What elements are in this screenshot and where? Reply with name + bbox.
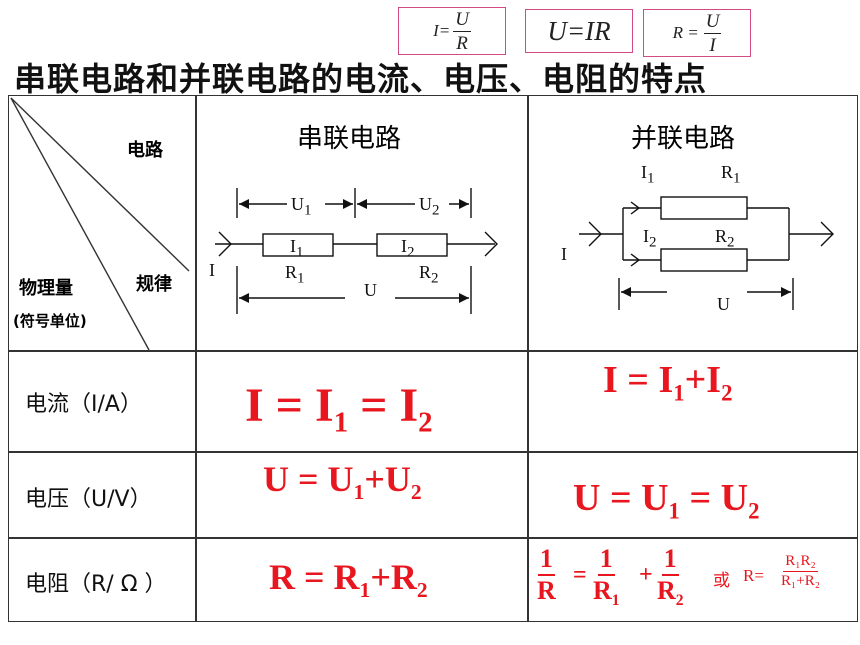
table-row-divider [9, 537, 857, 539]
table-column-divider [195, 96, 197, 621]
corner-label-unit: (符号单位) [13, 312, 87, 330]
parallel-resistance-formula: 1 R = 1 R1 + 1 R2 或 R= R₁R₂ R₁+R₂ [537, 544, 855, 614]
header-parallel-circuit: 并联电路 [631, 124, 736, 154]
formula-lhs: I= [433, 21, 451, 40]
formula-fraction: U I [703, 10, 722, 56]
table-row-divider [9, 350, 857, 352]
formula-box-u-equals-ir: U=IR [525, 9, 633, 53]
parallel-current-formula: I = I1+I2 [603, 359, 733, 406]
series-label-i: I [209, 260, 215, 280]
header-series-circuit: 串联电路 [297, 124, 402, 154]
series-voltage-formula: U = U1+U2 [263, 459, 422, 505]
formula-fraction: U R [453, 8, 471, 54]
parallel-circuit-diagram [579, 196, 834, 310]
table-row-divider [9, 451, 857, 453]
parallel-label-r2: R2 [715, 226, 735, 251]
corner-diagonal-lines [10, 97, 190, 350]
page-title: 串联电路和并联电路的电流、电压、电阻的特点 [14, 60, 708, 98]
series-label-u: U [364, 280, 377, 300]
formula-lhs: R = [672, 23, 699, 42]
equals-sign: = [573, 562, 587, 588]
parallel-label-r1: R1 [721, 162, 741, 187]
fraction-one-over-r2: 1 R2 [657, 544, 684, 610]
row-label-resistance: 电阻（R/ Ω ） [25, 572, 167, 597]
alt-formula-lhs: R= [743, 566, 764, 585]
fraction-one-over-r: 1 R [537, 544, 556, 605]
row-label-current: 电流（I/A） [25, 392, 142, 417]
parallel-label-i: I [561, 244, 567, 264]
fraction-product-over-sum: R₁R₂ R₁+R₂ [781, 553, 820, 589]
series-label-i2: I2 [401, 236, 415, 261]
plus-sign: + [639, 562, 653, 588]
table-column-divider [527, 96, 529, 621]
parallel-label-i1: I1 [641, 162, 655, 187]
formula-box-r-equals-u-over-i: R = U I [643, 9, 751, 57]
series-label-u1: U1 [291, 194, 312, 219]
characteristics-table: 电路 规律 物理量 (符号单位) 串联电路 并联电路 [8, 95, 858, 622]
parallel-label-i2: I2 [643, 226, 657, 251]
series-resistance-formula: R = R1+R2 [269, 557, 428, 603]
parallel-voltage-formula: U = U1 = U2 [573, 477, 760, 524]
corner-label-rule: 规律 [136, 274, 172, 295]
or-label: 或 [713, 571, 730, 591]
series-circuit-diagram [215, 188, 498, 314]
series-label-r2: R2 [419, 262, 439, 287]
series-label-r1: R1 [285, 262, 305, 287]
series-current-formula: I = I1 = I2 [245, 379, 433, 439]
formula-box-i-equals-u-over-r: I= U R [398, 7, 506, 55]
row-label-voltage: 电压（U/V） [25, 487, 152, 512]
series-label-u2: U2 [419, 194, 440, 219]
corner-label-circuit: 电路 [127, 140, 163, 161]
corner-label-quantity: 物理量 [19, 278, 73, 299]
series-label-i1: I1 [290, 236, 304, 261]
fraction-one-over-r1: 1 R1 [593, 544, 620, 610]
parallel-label-u: U [717, 294, 730, 314]
